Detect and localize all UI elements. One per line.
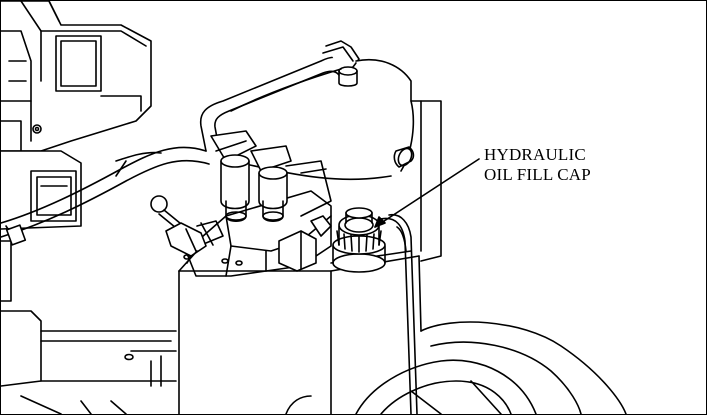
solenoid-valves [210, 130, 332, 223]
engine-housing [1, 1, 152, 152]
callout-leader [374, 158, 480, 228]
oil-fill-cap [332, 207, 386, 273]
callout-label: HYDRAULIC OIL FILL CAP [484, 145, 591, 185]
left-components [1, 150, 177, 414]
wheel [285, 321, 627, 414]
right-hoses [380, 213, 418, 414]
callout-line-2: OIL FILL CAP [484, 165, 591, 184]
top-pipe [199, 40, 360, 152]
control-lever [150, 195, 224, 257]
upper-hose [1, 146, 210, 246]
elbow-fitting [278, 215, 332, 272]
callout-line-1: HYDRAULIC [484, 145, 586, 164]
